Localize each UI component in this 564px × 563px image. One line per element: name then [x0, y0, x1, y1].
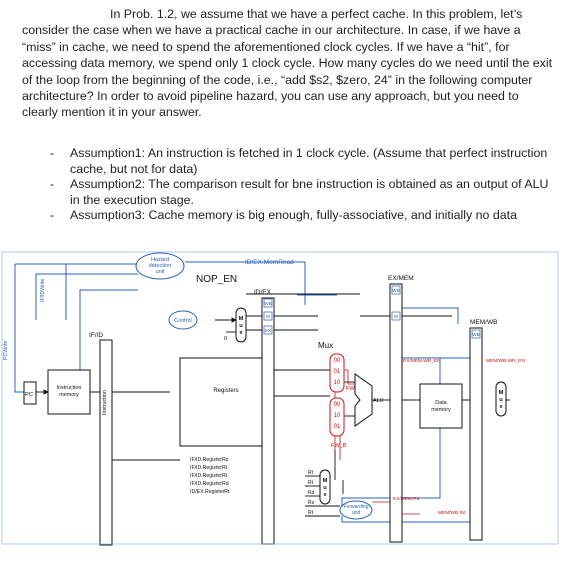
regdst-mux-letter: x [323, 492, 327, 498]
list-dash: - [50, 146, 55, 160]
mux-b-code-0: 00 [334, 402, 341, 408]
rt-label-2: Rt [308, 480, 314, 486]
assumption-2-text: Assumption2: The comparison result for b… [70, 177, 549, 207]
assumption-3-text: Assumption3: Cache memory is big enough,… [70, 208, 517, 223]
ifid-label: IF/ID [89, 332, 103, 339]
control-mux-letter: M [239, 316, 244, 322]
control-mux [235, 307, 247, 343]
idex-register [261, 297, 275, 545]
idex-label: ID/EX [254, 289, 272, 296]
list-dash: - [50, 177, 55, 192]
reg-field-0: IF/ID.RegisterRs [190, 457, 229, 463]
exmem-m-field [391, 311, 401, 321]
memwb-label: MEM/WB [470, 319, 497, 326]
exmem-label: EX/MEM [388, 275, 414, 282]
rt-label: Rt [308, 470, 314, 476]
fw-a-label: FW_A [346, 386, 362, 392]
idex-m-label: M [266, 314, 270, 319]
idex-wb-field [263, 298, 273, 308]
control-label: Control [174, 318, 191, 324]
zero-label: 0 [224, 336, 227, 342]
alu [354, 373, 373, 427]
registers-label: Registers [213, 388, 238, 394]
pcwrite-label: PCWrite [3, 341, 9, 360]
rt-label-3: Rt [308, 510, 314, 516]
exmem-m-label: M [394, 314, 398, 319]
exmem-register [389, 283, 403, 543]
wb-mux-letter: M [499, 390, 504, 396]
exmem-wb-field [391, 285, 401, 295]
control-unit [168, 310, 198, 330]
data-memory-label-1: Data [435, 400, 446, 406]
idex-ex-label: EX [265, 328, 271, 333]
data-memory-label-2: memory [431, 407, 451, 413]
idex-ex-field [263, 325, 273, 335]
assumption-item: -Assumption3: Cache memory is big enough… [50, 208, 550, 224]
forwarding-label-1: Forwarding [343, 504, 368, 510]
hazard-label-1: Hazard [151, 257, 169, 263]
exmem-wr-en-label: EX/MEM.WR_EN [403, 358, 441, 364]
forward-mux-a [329, 353, 345, 393]
regdst-mux [319, 469, 331, 505]
rd-label: Rd [308, 490, 315, 496]
idex-memread-label: ID/EX.MemRead [245, 259, 294, 266]
regdst-mux-letter: u [323, 485, 327, 491]
idex-wb-label: WB [264, 301, 271, 306]
regdst-mux-letter: M [323, 478, 328, 484]
wb-mux-letter: u [499, 397, 503, 403]
ifid-register [99, 339, 113, 546]
problem-statement: In Prob. 1.2, we assume that we have a p… [22, 6, 554, 121]
hazard-label-3: unit [155, 269, 164, 275]
nop-en-label: NOP_EN [196, 274, 237, 285]
reg-field-3: IF/ID.RegisterRd [190, 481, 229, 487]
mux-a-code-0: 00 [334, 358, 341, 364]
memwb-register [469, 327, 483, 541]
problem-text: In Prob. 1.2, we assume that we have a p… [22, 7, 553, 120]
memwb-wb-field [471, 329, 481, 339]
hazard-label-2: detection [149, 263, 172, 269]
instruction-memory-label-1: Instruction [57, 385, 82, 391]
control-wiring [14, 261, 482, 523]
memwb-rd-label: MEM/WB.Rd [438, 510, 466, 516]
hazard-detection-unit [135, 252, 185, 280]
assumption-item: -Assumption2: The comparison result for … [50, 177, 550, 208]
assumption-list: -Assumption1: An instruction is fetched … [50, 146, 550, 224]
assumption-item: - Assumption1: An instruction is fetched … [50, 146, 550, 177]
alu-label: ALU [373, 398, 384, 404]
forwarding-label-2: unit [352, 510, 361, 516]
control-mux-letter: u [239, 323, 243, 329]
instruction-label: Instruction [102, 390, 108, 415]
mux-a-code-1: 01 [334, 369, 341, 375]
register-file [179, 357, 273, 447]
reg-field-4: ID/EX.RegisterRt [190, 489, 230, 495]
reg-field-2: IF/ID.RegisterRt [190, 473, 228, 479]
list-dash: - [50, 208, 55, 223]
control-mux-letter: x [239, 330, 243, 336]
pipeline-diagram: Hazard detection unit ID/EX.MemRead NOP_… [1, 251, 559, 546]
diagram-frame [1, 251, 559, 545]
forward-mux-b [329, 397, 345, 437]
idex-m-field [263, 311, 273, 321]
mux-b-code-1: 10 [334, 413, 341, 419]
mux-title: Mux [318, 341, 333, 350]
memwb-wr-en-label: MEM/WB.WR_EN [486, 358, 525, 364]
ifid-write-label: IF/IDWrite [40, 279, 46, 302]
instruction-memory-label-2: memory [59, 392, 79, 398]
rs-label: Rs [308, 500, 315, 506]
reg-field-1: IF/ID.RegisterRt [190, 465, 228, 471]
mux-a-code-2: 10 [334, 380, 341, 386]
mux-b-code-2: 01 [334, 424, 341, 430]
pc-label: PC [25, 392, 33, 398]
forwarding-unit [339, 500, 373, 520]
fw-b-label: FW_B [331, 443, 347, 449]
pc-register [23, 381, 37, 405]
exmem-wb-label: WB [392, 288, 399, 293]
assumption-1-text: Assumption1: An instruction is fetched i… [70, 146, 548, 176]
memwb-wb-label: WB [472, 332, 479, 337]
wb-mux-letter: x [499, 404, 503, 410]
writeback-mux [495, 381, 507, 417]
data-memory [419, 383, 463, 429]
exmem-rd-label: EX/MEM.Rd [393, 496, 420, 502]
instruction-memory [47, 369, 91, 415]
